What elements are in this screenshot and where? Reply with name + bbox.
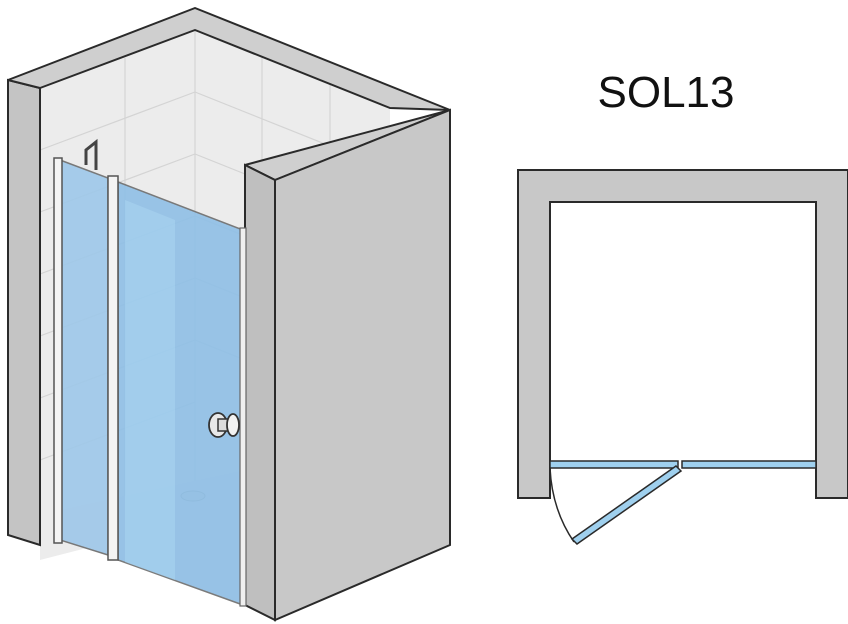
door-edge-profile bbox=[239, 227, 247, 607]
plan-door-open bbox=[570, 465, 683, 545]
plan-swing-arc bbox=[549, 467, 575, 543]
right-wall-side bbox=[274, 108, 451, 622]
isometric-shower-view bbox=[7, 7, 451, 622]
knob-handle-icon bbox=[208, 412, 240, 438]
back-wall-top bbox=[7, 7, 451, 111]
center-profile bbox=[107, 175, 119, 561]
fixed-glass-panel bbox=[59, 158, 109, 557]
plan-walls bbox=[517, 169, 848, 499]
wall-profile bbox=[53, 157, 63, 544]
right-wall-end bbox=[244, 163, 276, 622]
plan-fixed-panel bbox=[681, 460, 817, 469]
model-code-title: SOL13 bbox=[598, 68, 735, 117]
left-wall-front bbox=[7, 78, 41, 547]
stabilizer-bracket bbox=[84, 138, 98, 170]
door-glass-highlight bbox=[125, 200, 175, 580]
shower-floor-plan-icon bbox=[517, 169, 848, 545]
plan-door-closed bbox=[549, 460, 679, 469]
